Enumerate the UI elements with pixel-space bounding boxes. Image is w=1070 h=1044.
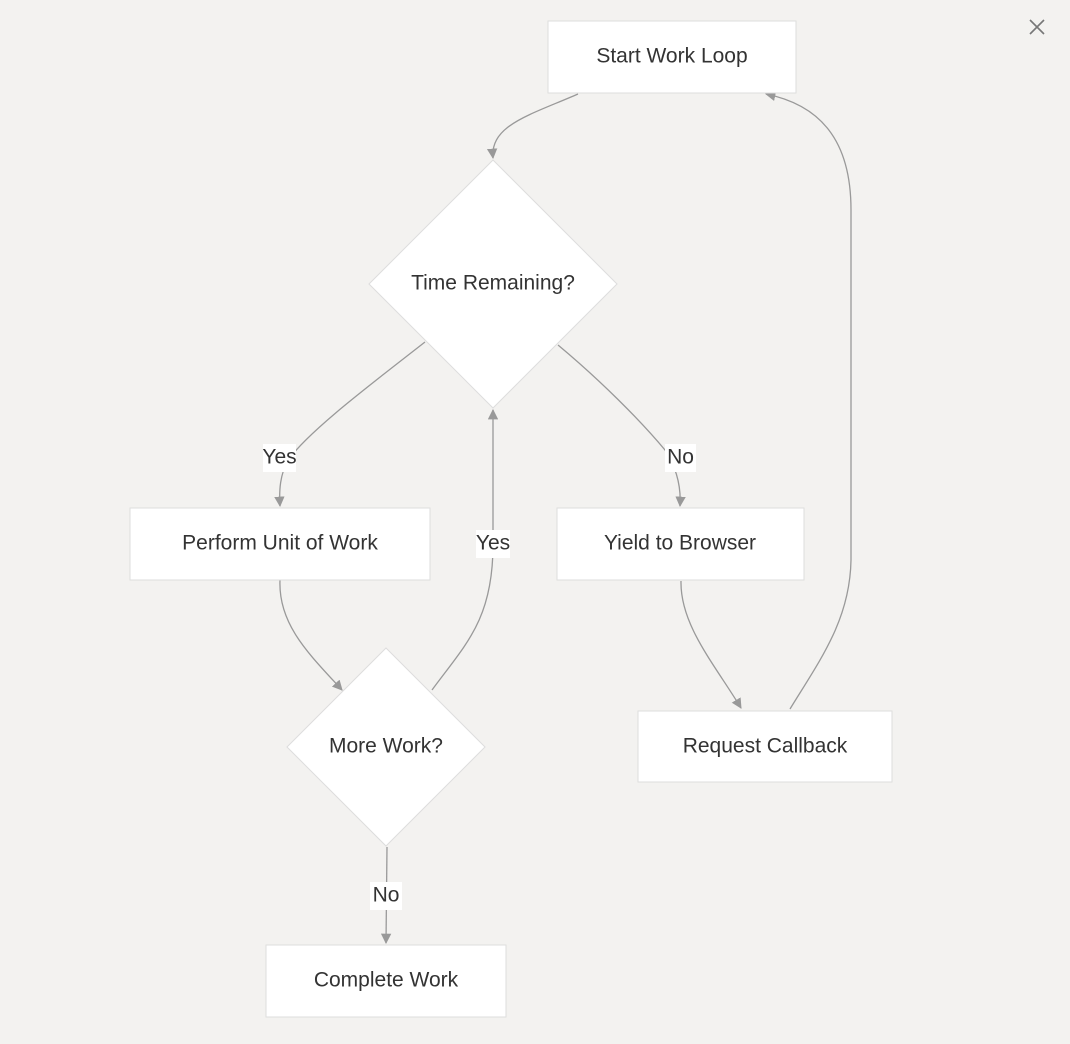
node-perform-unit-of-work-label: Perform Unit of Work xyxy=(182,532,378,555)
node-more-work-label: More Work? xyxy=(329,735,443,758)
edge-label-more-no: No xyxy=(370,882,402,910)
node-complete-work-label: Complete Work xyxy=(314,969,459,992)
node-yield-to-browser[interactable]: Yield to Browser xyxy=(556,507,805,581)
edge-time-to-yield xyxy=(557,344,686,508)
edge-label-time-no-text: No xyxy=(667,446,694,469)
edge-perform-to-more xyxy=(279,579,343,691)
node-perform-unit-of-work[interactable]: Perform Unit of Work xyxy=(129,507,431,581)
edge-label-more-no-text: No xyxy=(373,884,400,907)
node-request-callback[interactable]: Request Callback xyxy=(637,710,893,783)
edge-label-more-yes: Yes xyxy=(476,530,510,558)
node-start-work-loop-label: Start Work Loop xyxy=(596,45,747,68)
node-request-callback-label: Request Callback xyxy=(683,735,848,758)
edge-start-to-time xyxy=(486,93,579,160)
node-start-work-loop[interactable]: Start Work Loop xyxy=(547,20,797,94)
edge-label-time-no: No xyxy=(665,444,696,472)
close-button[interactable] xyxy=(1022,12,1052,42)
node-more-work[interactable]: More Work? xyxy=(286,647,486,847)
edge-time-to-perform xyxy=(274,341,426,508)
edge-label-more-yes-text: Yes xyxy=(476,532,510,555)
node-yield-to-browser-label: Yield to Browser xyxy=(604,532,756,555)
edge-label-time-yes-text: Yes xyxy=(262,446,296,469)
node-complete-work[interactable]: Complete Work xyxy=(265,944,507,1018)
edge-label-time-yes: Yes xyxy=(262,444,297,472)
edge-yield-to-callback xyxy=(680,580,742,709)
edge-callback-to-start xyxy=(764,90,852,710)
node-time-remaining[interactable]: Time Remaining? xyxy=(368,159,618,409)
close-icon xyxy=(1029,19,1045,35)
node-time-remaining-label: Time Remaining? xyxy=(411,272,575,295)
